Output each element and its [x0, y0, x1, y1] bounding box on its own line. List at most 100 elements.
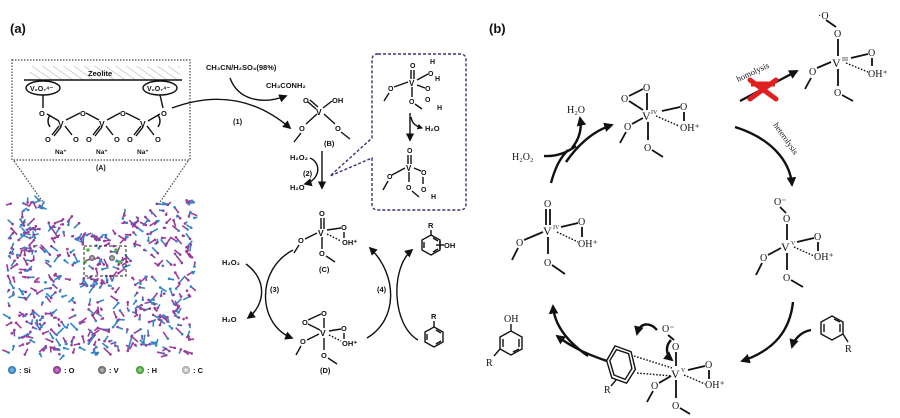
framework-atom: [141, 298, 145, 302]
framework-atom: [185, 246, 188, 249]
framework-atom: [57, 226, 61, 230]
framework-atom: [61, 223, 65, 226]
framework-atom: [150, 275, 154, 279]
atom-o: O: [335, 124, 341, 133]
framework-bond: [149, 209, 158, 218]
framework-atom: [156, 251, 160, 255]
framework-atom: [31, 326, 35, 329]
framework-atom: [22, 224, 26, 227]
framework-atom: [167, 277, 171, 281]
cycle-arrow-top-left: [565, 122, 614, 163]
framework-bond: [9, 263, 18, 270]
framework-atom: [110, 279, 114, 282]
species-d-label: (D): [320, 366, 331, 375]
framework-atom: [188, 199, 191, 203]
framework-atom: [133, 224, 137, 228]
framework-atom: [91, 313, 95, 317]
inset-zeolite-vanadate: Zeolite V₂O₇⁴⁻ V₂O₇⁴⁻ O O V V V O O: [11, 59, 191, 172]
framework-atom: [105, 280, 109, 284]
callout-byproduct: H₂O: [425, 124, 440, 133]
framework-atom: [136, 219, 140, 223]
water-out-label: H₂O: [567, 105, 585, 116]
framework-atom: [32, 233, 35, 237]
framework-atom: [56, 235, 59, 239]
framework-atom: [114, 290, 118, 294]
framework-bond: [133, 328, 142, 335]
atom-v: V: [58, 119, 64, 129]
framework-atom: [10, 247, 13, 250]
framework-atom: [140, 303, 143, 307]
framework-atom: [92, 349, 96, 353]
framework-bond: [152, 292, 159, 300]
blocked-x-mark: [747, 77, 779, 102]
framework-atom: [9, 202, 12, 205]
framework-bond: [97, 327, 110, 333]
framework-atom: [49, 328, 53, 331]
framework-atom: [92, 234, 96, 238]
framework-atom: [74, 237, 78, 241]
framework-atom: [12, 344, 15, 348]
framework-atom: [116, 301, 120, 305]
framework-atom: [165, 221, 168, 225]
atom-o: O: [680, 102, 687, 113]
framework-atom: [52, 224, 55, 228]
framework-atom: [174, 287, 178, 290]
framework-atom: [136, 216, 140, 220]
framework-atom: [27, 249, 31, 253]
cycle-arrow-bottom-right: [740, 301, 795, 364]
framework-bond: [50, 226, 59, 238]
atom-oh-plus: OH⁺: [342, 238, 357, 247]
framework-atom: [53, 221, 57, 225]
atom-h: H: [431, 194, 436, 201]
framework-atom: [97, 246, 101, 250]
framework-atom: [29, 259, 33, 263]
framework-atom: [11, 231, 15, 235]
step3-out: H₂O: [222, 315, 237, 324]
framework-atom: [51, 336, 55, 340]
framework-atom: [25, 263, 29, 266]
counterion-na: Na⁺: [96, 149, 108, 156]
framework-atom: [163, 315, 167, 318]
framework-atom: [116, 267, 120, 271]
framework-atom: [98, 262, 102, 266]
framework-atom: [96, 256, 100, 259]
atom-oh: OH: [332, 96, 343, 105]
framework-atom: [101, 317, 105, 320]
framework-atom: [49, 226, 53, 229]
framework-atom: [49, 346, 53, 349]
framework-atom: [29, 267, 33, 271]
framework-atom: [19, 223, 23, 227]
framework-bond: [176, 255, 183, 264]
electron-push-arrow-1: [634, 323, 658, 336]
framework-atom: [179, 295, 183, 298]
framework-atom: [96, 326, 100, 330]
hydroxyl-group: OH: [504, 314, 518, 325]
framework-bond: [88, 336, 95, 345]
framework-atom: [144, 344, 148, 347]
framework-atom: [147, 239, 150, 243]
framework-atom: [112, 274, 115, 278]
step1-arrow: [171, 98, 292, 130]
framework-atom: [133, 244, 137, 248]
framework-atom: [94, 353, 98, 356]
framework-atom: [70, 343, 73, 347]
framework-atom: [21, 336, 24, 339]
framework-atom: [177, 281, 181, 285]
framework-atom: [24, 290, 28, 294]
electron-push-arrow-2: [663, 339, 674, 362]
framework-atom: [151, 302, 154, 305]
framework-atom: [38, 204, 42, 208]
framework-atom: [156, 264, 160, 267]
framework-atom: [38, 352, 42, 356]
framework-atom: [16, 253, 19, 257]
framework-atom: [19, 271, 23, 274]
framework-atom: [43, 321, 46, 325]
framework-atom: [65, 326, 69, 329]
framework-atom: [42, 348, 45, 352]
species-b: O OH V O O: [293, 96, 351, 143]
phenol-product-b: OH R: [486, 314, 523, 369]
framework-atom: [18, 254, 22, 257]
framework-atom: [17, 336, 21, 340]
framework-atom: [177, 311, 180, 314]
inset-caption: (A): [96, 165, 106, 172]
